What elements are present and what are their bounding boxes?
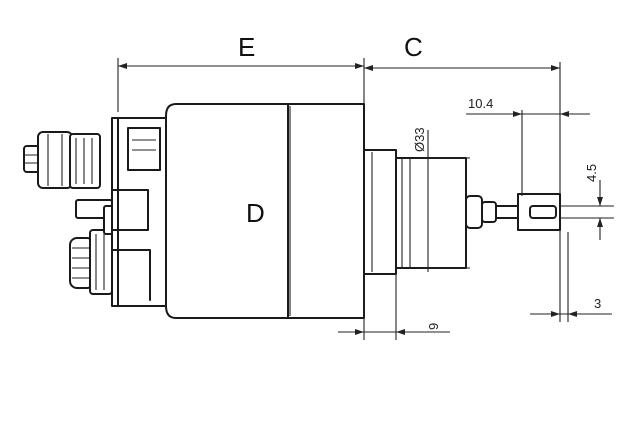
mounting-flange (363, 149, 467, 275)
label-9: 9 (426, 323, 441, 330)
dimension-4-5 (560, 180, 614, 240)
dimension-3 (530, 230, 612, 322)
plunger-shaft (465, 195, 521, 229)
solenoid-body (165, 103, 365, 319)
label-e: E (238, 32, 255, 62)
label-c: C (404, 32, 423, 62)
label-10-4: 10.4 (468, 96, 493, 111)
label-3: 3 (594, 296, 601, 311)
dimension-9 (338, 274, 450, 340)
terminal-cap (111, 117, 171, 307)
label-4-5: 4.5 (584, 164, 599, 182)
label-diameter-33: Ø33 (412, 127, 427, 152)
label-d: D (246, 198, 265, 228)
dimension-10-4 (466, 110, 590, 196)
upper-terminal-stud (23, 131, 101, 189)
lower-terminal-stud (69, 229, 113, 295)
dimension-diameter-33 (424, 130, 470, 272)
plunger-fork (517, 193, 561, 231)
dimension-e (117, 58, 364, 112)
